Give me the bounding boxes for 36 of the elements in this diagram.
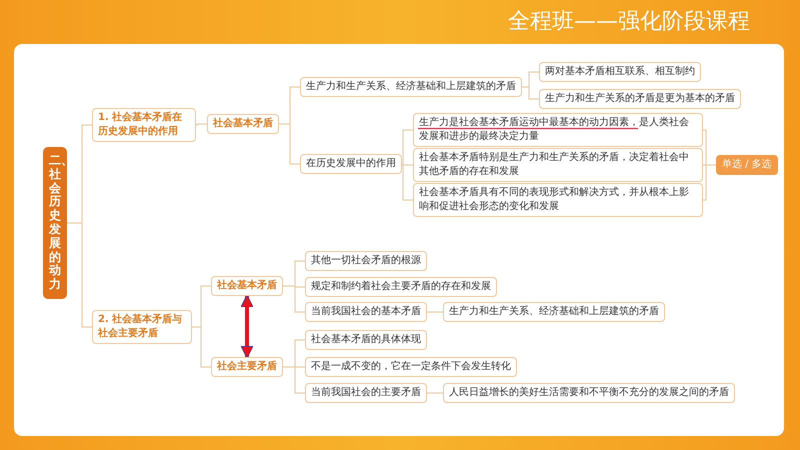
connector-line: [402, 130, 414, 164]
mind-map-node: 社会基本矛盾的具体体现: [305, 330, 427, 350]
tag-badge: 单选 / 多选: [716, 155, 778, 175]
mind-map-node: 规定和制约着社会主要矛盾的存在和发展: [305, 277, 497, 297]
mind-map-node: 不是一成不变的，它在一定条件下会发生转化: [305, 357, 517, 377]
topic-box: 二、社会历史发展的动力: [43, 147, 67, 299]
double-arrow: [240, 294, 254, 359]
mind-map-node: 社会基本矛盾特别是生产力和生产关系的矛盾，决定着社会中其他矛盾的存在和发展: [413, 148, 703, 182]
banner-title: 全程班——强化阶段课程: [508, 8, 750, 36]
mind-map-node: 2. 社会基本矛盾与社会主要矛盾: [92, 310, 192, 344]
mind-map-node: 当前我国社会的主要矛盾: [305, 383, 427, 403]
mind-map-node: 社会主要矛盾: [211, 357, 283, 377]
mind-map-node: 1. 社会基本矛盾在历史发展中的作用: [92, 108, 196, 142]
connector-line: [426, 392, 444, 394]
mind-map-node: 生产力和生产关系的矛盾是更为基本的矛盾: [539, 89, 741, 109]
mind-map-node: 两对基本矛盾相互联系、相互制约: [539, 62, 701, 82]
mind-map-node: 生产力和生产关系、经济基础和上层建筑的矛盾: [443, 302, 665, 322]
mind-map-node: 社会基本矛盾: [207, 114, 279, 134]
connector-line: [282, 286, 306, 312]
connector-line: [196, 124, 208, 126]
connector-line: [402, 164, 414, 166]
mind-map-node: 在历史发展中的作用: [300, 154, 402, 174]
mind-map-node: 其他一切社会矛盾的根源: [305, 251, 427, 271]
connector-line: [402, 164, 414, 200]
mind-map-node: 社会基本矛盾: [211, 276, 283, 296]
connector-line: [66, 222, 92, 328]
mind-map-node: 当前我国社会的基本矛盾: [305, 302, 427, 322]
connector-line: [282, 366, 306, 394]
connector-line: [522, 86, 540, 100]
mind-map-node: 生产力是社会基本矛盾运动中最基本的动力因素，是人类社会发展和进步的最终决定力量: [413, 113, 703, 147]
mind-map-node: 社会基本矛盾具有不同的表现形式和解决方式，并从根本上影响和促进社会形态的变化和发展: [413, 183, 703, 217]
mind-map-node: 生产力和生产关系、经济基础和上层建筑的矛盾: [300, 77, 522, 97]
connector-line: [702, 164, 716, 200]
connector-line: [278, 124, 300, 164]
mind-map-node: 人民日益增长的美好生活需要和不平衡不充分的发展之间的矛盾: [443, 383, 735, 403]
connector-line: [192, 326, 212, 368]
